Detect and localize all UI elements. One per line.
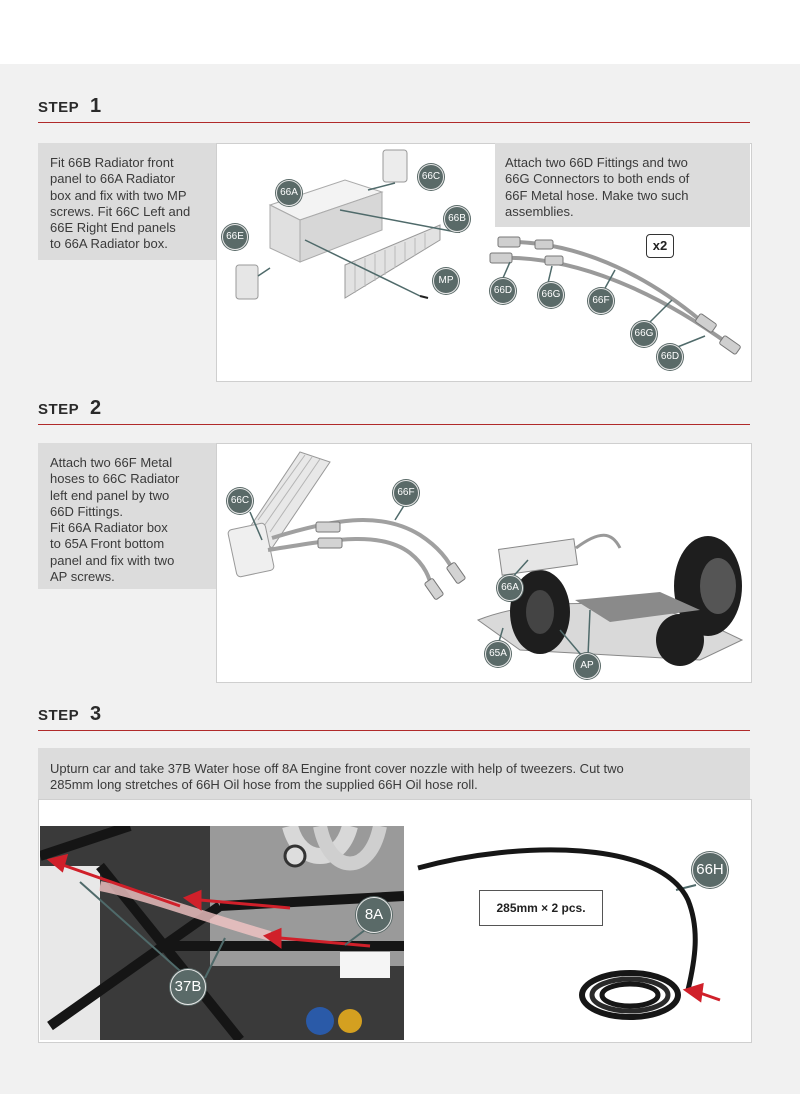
step-3-note: Upturn car and take 37B Water hose off 8… bbox=[38, 748, 750, 799]
part-label-66f: 66F bbox=[393, 480, 419, 506]
engine-photo-drawing bbox=[40, 826, 404, 1040]
part-label-66d: 66D bbox=[490, 278, 516, 304]
step-word: STEP bbox=[38, 401, 80, 418]
part-label-66g: 66G bbox=[538, 282, 564, 308]
assembly-multiplier-badge: x2 bbox=[646, 234, 674, 258]
step-1-left-note: Fit 66B Radiator front panel to 66A Radi… bbox=[38, 143, 216, 260]
step-1-right-note: Attach two 66D Fittings and two 66G Conn… bbox=[495, 143, 750, 227]
step-1-heading: STEP 1 bbox=[38, 92, 750, 123]
step-1-right-note-text: Attach two 66D Fittings and two 66G Conn… bbox=[505, 155, 690, 219]
part-label-66a: 66A bbox=[276, 180, 302, 206]
part-label-66a: 66A bbox=[497, 575, 523, 601]
page-header-band bbox=[0, 0, 800, 64]
step-2-heading: STEP 2 bbox=[38, 394, 750, 425]
step-1-left-note-text: Fit 66B Radiator front panel to 66A Radi… bbox=[50, 155, 191, 252]
part-label-66e: 66E bbox=[222, 224, 248, 250]
step-number: 1 bbox=[90, 95, 102, 117]
cut-length-label: 285mm × 2 pcs. bbox=[479, 890, 603, 926]
step-3-heading: STEP 3 bbox=[38, 700, 750, 731]
step-3-note-text: Upturn car and take 37B Water hose off 8… bbox=[50, 761, 624, 793]
part-label-66c: 66C bbox=[418, 164, 444, 190]
step-number: 2 bbox=[90, 397, 102, 419]
part-label-65a: 65A bbox=[485, 641, 511, 667]
part-label-66h: 66H bbox=[692, 852, 728, 888]
part-label-37b: 37B bbox=[170, 969, 206, 1005]
engine-photo bbox=[40, 826, 404, 1040]
part-label-66b: 66B bbox=[444, 206, 470, 232]
part-label-8a: 8A bbox=[356, 897, 392, 933]
part-label-66f: 66F bbox=[588, 288, 614, 314]
step-number: 3 bbox=[90, 703, 102, 725]
step-2-left-note: Attach two 66F Metal hoses to 66C Radiat… bbox=[38, 443, 216, 589]
part-label-66d: 66D bbox=[657, 344, 683, 370]
part-label-66g: 66G bbox=[631, 321, 657, 347]
step-2-left-note-text: Attach two 66F Metal hoses to 66C Radiat… bbox=[50, 455, 180, 585]
part-label-ap: AP bbox=[574, 653, 600, 679]
step-word: STEP bbox=[38, 707, 80, 724]
part-label-66c: 66C bbox=[227, 488, 253, 514]
step-word: STEP bbox=[38, 99, 80, 116]
part-label-mp: MP bbox=[433, 268, 459, 294]
